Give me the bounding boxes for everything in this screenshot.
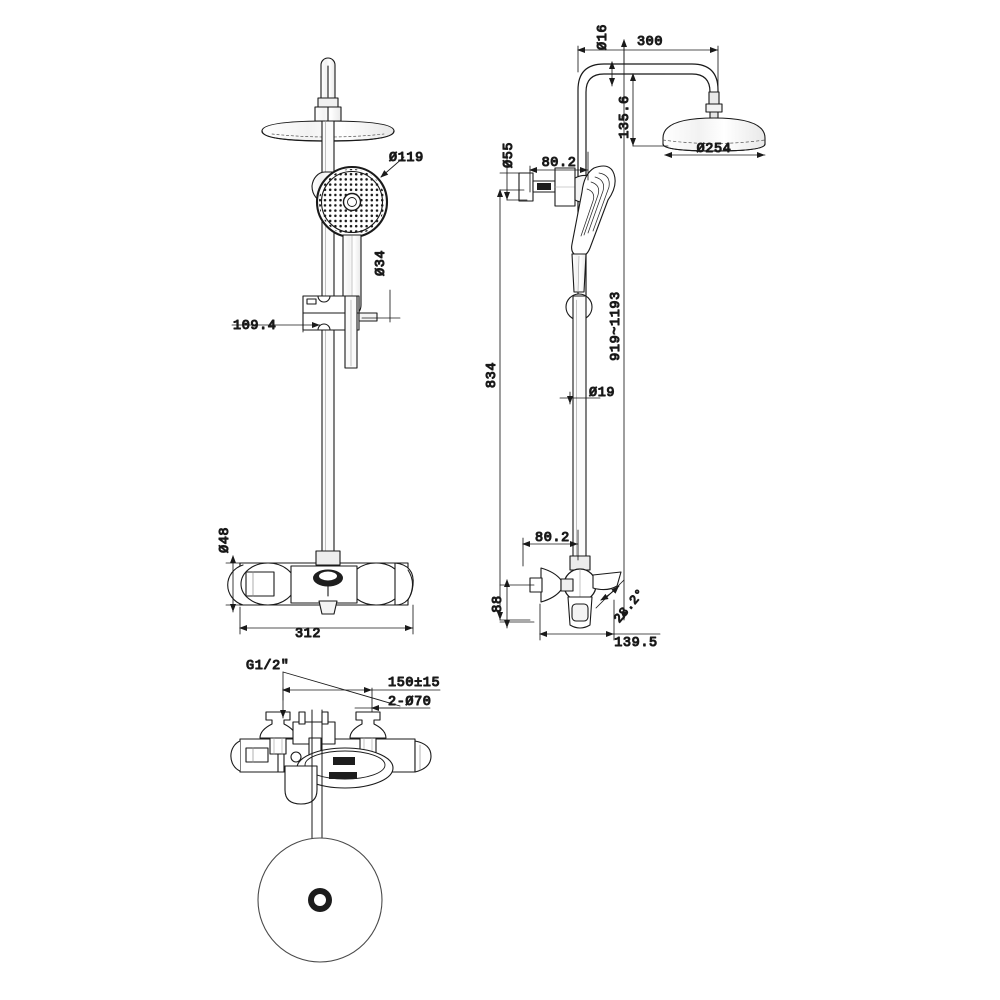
front-dim-109-4: 109.4: [233, 319, 277, 334]
side-mixer-body: [529, 555, 622, 629]
side-dim-80-2-top: 80.2: [542, 156, 577, 171]
front-slide-bracket: [302, 295, 378, 369]
side-dim-80-2-bottom: 80.2: [535, 531, 570, 546]
side-dim-dia254: Ø254: [697, 142, 732, 157]
front-mixer-body: [227, 550, 414, 615]
front-dim-dia34: Ø34: [374, 250, 389, 276]
front-handshower: [311, 165, 389, 315]
side-dim-135-6: 135.6: [618, 95, 633, 139]
front-shower-arm: [314, 57, 342, 122]
side-arm-connector: [705, 91, 723, 119]
side-dim-88: 88: [491, 595, 506, 612]
top-inlet-right: [349, 711, 387, 755]
side-dim-dia19: Ø19: [589, 386, 615, 401]
front-dim-dia48: Ø48: [218, 527, 233, 553]
side-dim-919-1193: 919~1193: [609, 291, 624, 361]
top-rain-head-plan: [257, 837, 383, 963]
top-inlet-left: [259, 711, 297, 755]
side-dim-dia55: Ø55: [502, 142, 517, 168]
side-rain-shower-head: [662, 117, 766, 152]
side-dimension-lines: [497, 39, 766, 641]
top-outlet-spout: [284, 747, 394, 805]
front-dim-312: 312: [295, 627, 321, 642]
side-wall-bracket: [518, 167, 576, 207]
side-dim-300: 300: [637, 35, 663, 50]
top-plan-view: G1/2" 150±15 2-Ø70: [230, 658, 441, 963]
front-elevation-view: Ø119 Ø34 109.4 Ø48 312: [217, 57, 424, 643]
top-dim-150-15: 150±15: [388, 676, 440, 691]
front-dim-dia119: Ø119: [389, 151, 424, 166]
top-dimension-lines: [280, 671, 441, 719]
top-dim-2-dia70: 2-Ø70: [388, 695, 432, 710]
side-dim-dia16: Ø16: [596, 24, 611, 50]
top-dim-g12: G1/2": [246, 659, 290, 674]
side-dim-834: 834: [485, 362, 500, 388]
side-riser-tube: [572, 295, 587, 565]
side-dim-28-2-deg: 28.2°: [611, 586, 647, 626]
front-dimension-lines: [225, 156, 414, 635]
side-elevation-view: Ø16 300 135.6 Ø254 Ø55 80.2 834 919~1193…: [484, 23, 766, 652]
side-dim-139-5: 139.5: [614, 636, 658, 651]
